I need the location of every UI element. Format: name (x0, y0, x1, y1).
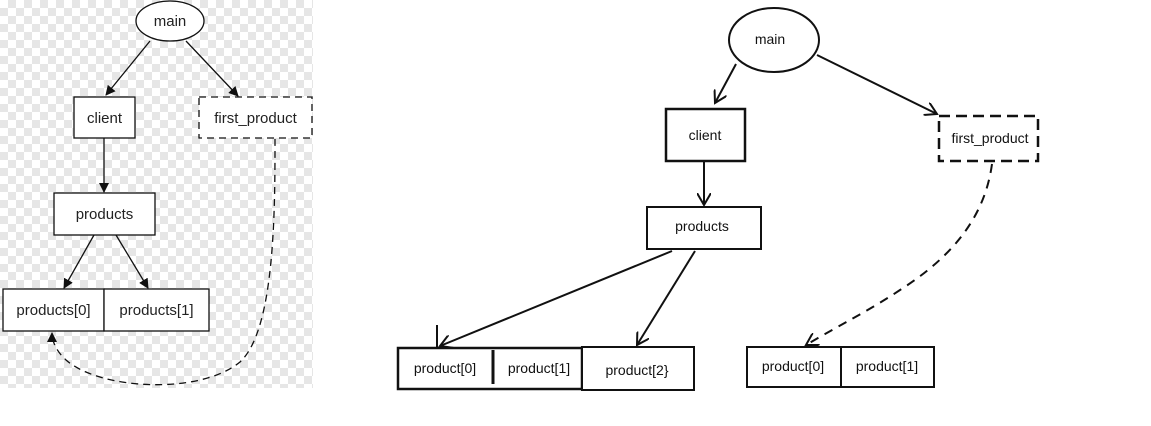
edge-first-product-products0-dashed (47, 138, 276, 386)
node-first-product-r-label: first_product (951, 130, 1028, 146)
node-main (135, 0, 205, 42)
node-client-label: client (87, 110, 123, 127)
node-products (53, 192, 156, 236)
node-products-0-label: products[0] (16, 302, 90, 319)
node-products-0 (2, 288, 105, 332)
node-products-label: products (76, 206, 134, 223)
array-a-cell-0-label: product[0] (414, 360, 476, 376)
node-products-1 (103, 288, 210, 332)
edge-products-products0 (63, 234, 95, 289)
edge-products-products1 (115, 234, 149, 289)
left-diagram: main client first_product products produ… (2, 0, 313, 386)
node-main-label: main (154, 13, 187, 30)
node-client-r-label: client (689, 127, 722, 143)
edge-main-client (105, 40, 151, 96)
edge-main-first-product-r (816, 54, 937, 114)
node-first-product-r (937, 114, 1040, 163)
array-b-cell-1 (840, 346, 935, 388)
node-main-r (728, 7, 820, 73)
edge-main-client-r (715, 63, 737, 103)
edge-main-first-product (185, 40, 239, 97)
node-client (73, 96, 136, 139)
node-products-r (646, 206, 762, 250)
right-diagram: main client first_product products produ… (396, 7, 1040, 391)
array-b-cell-0 (746, 346, 842, 388)
array-a-cell-2 (581, 346, 695, 391)
array-b-cell-0-label: product[0] (762, 358, 824, 374)
node-products-1-label: products[1] (119, 302, 193, 319)
node-first-product (198, 96, 313, 139)
node-client-r (664, 107, 747, 163)
edge-products-array-a-r (440, 250, 673, 346)
array-a-cell-2-label: product[2} (605, 362, 668, 378)
node-products-r-label: products (675, 218, 729, 234)
array-a-cell-1-label: product[1] (508, 360, 570, 376)
node-first-product-label: first_product (214, 110, 297, 127)
node-main-r-label: main (755, 31, 785, 47)
edge-first-product-array-b-dashed-r (806, 163, 993, 345)
edge-products-product2-r (637, 250, 696, 345)
array-b-cell-1-label: product[1] (856, 358, 918, 374)
